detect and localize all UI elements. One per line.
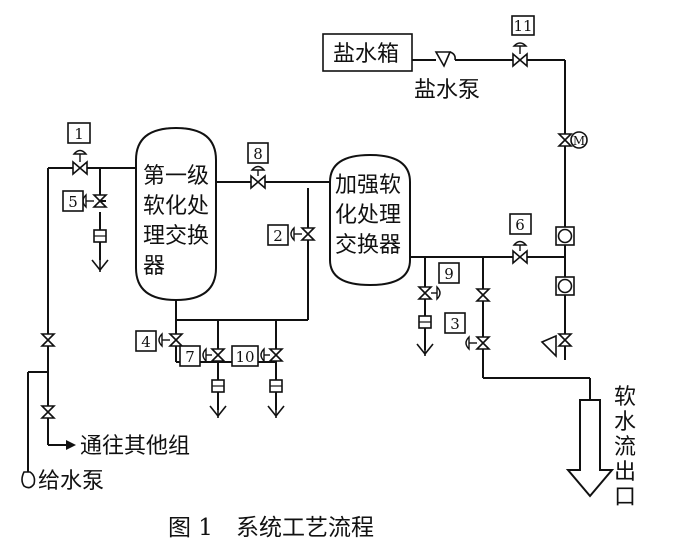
valve-9: 9 (418, 262, 460, 301)
brine-pump-icon (434, 51, 456, 68)
valve-number-10: 10 (235, 348, 254, 366)
brine-pump-label: 盐水泵 (414, 78, 480, 103)
valve-number-5: 5 (68, 193, 78, 211)
to-other-groups-label: 通往其他组 (80, 434, 190, 459)
enhanced-label-line-2: 化处理 (335, 203, 401, 228)
motor-valve: M (558, 131, 588, 149)
soft-water-outlet-arrow (565, 399, 615, 498)
first-stage-label-line-3: 理交换 (143, 224, 209, 249)
brine-tank-label: 盐水箱 (333, 42, 399, 67)
outlet-label-4: 出 (614, 460, 636, 485)
outlet-label-2: 水 (614, 410, 636, 435)
valve-1: 1 (67, 122, 91, 175)
valve-4: 4 (135, 330, 183, 352)
piping (27, 59, 591, 472)
first-stage-label-line-1: 第一级 (143, 164, 209, 189)
valve-number-2: 2 (273, 227, 283, 245)
other-groups-arrow-icon (66, 440, 76, 450)
flow-meter-lower-icon (555, 276, 575, 296)
brine-tank: 盐水箱 (322, 33, 413, 72)
valve-5: 5 (62, 190, 107, 212)
enhanced-label-line-1: 加强软 (335, 173, 401, 198)
valve-number-8: 8 (253, 145, 263, 163)
flow-meter-upper-icon (555, 226, 575, 246)
motor-symbol: M (573, 134, 585, 148)
outlet-label-3: 流 (614, 435, 636, 460)
figure-caption: 图 1 系统工艺流程 (168, 515, 374, 541)
valve-number-7: 7 (185, 348, 195, 366)
valve-number-9: 9 (444, 265, 454, 283)
valve-10: 10 (231, 345, 283, 367)
feed-pump-label: 给水泵 (38, 469, 104, 494)
valve-3: 3 (444, 312, 490, 351)
valve-mid-right (476, 288, 490, 302)
valve-2: 2 (267, 224, 315, 246)
valve-number-3: 3 (450, 315, 460, 333)
enhanced-label-line-3: 交换器 (335, 233, 401, 258)
first-stage-label-line-2: 软化处 (143, 194, 209, 219)
valve-number-1: 1 (74, 125, 84, 143)
valve-number-6: 6 (515, 216, 525, 234)
enhanced-softener: 加强软 化处理 交换器 (329, 153, 411, 287)
outlet-label-1: 软 (614, 385, 636, 410)
first-stage-label-line-4: 器 (143, 254, 165, 279)
valve-inlet-upper (41, 333, 55, 347)
outlet-label-5: 口 (614, 485, 636, 510)
first-stage-softener: 第一级 软化处 理交换 器 (135, 126, 217, 302)
valve-11: 11 (511, 15, 535, 67)
valve-8: 8 (247, 142, 269, 189)
pump-outlet-icon (540, 333, 572, 358)
valve-6: 6 (509, 213, 532, 264)
feed-pump-icon (21, 471, 36, 489)
valve-number-11: 11 (513, 17, 532, 35)
valve-7: 7 (179, 345, 225, 367)
valve-number-4: 4 (141, 333, 151, 351)
valve-inlet-lower (41, 405, 55, 419)
